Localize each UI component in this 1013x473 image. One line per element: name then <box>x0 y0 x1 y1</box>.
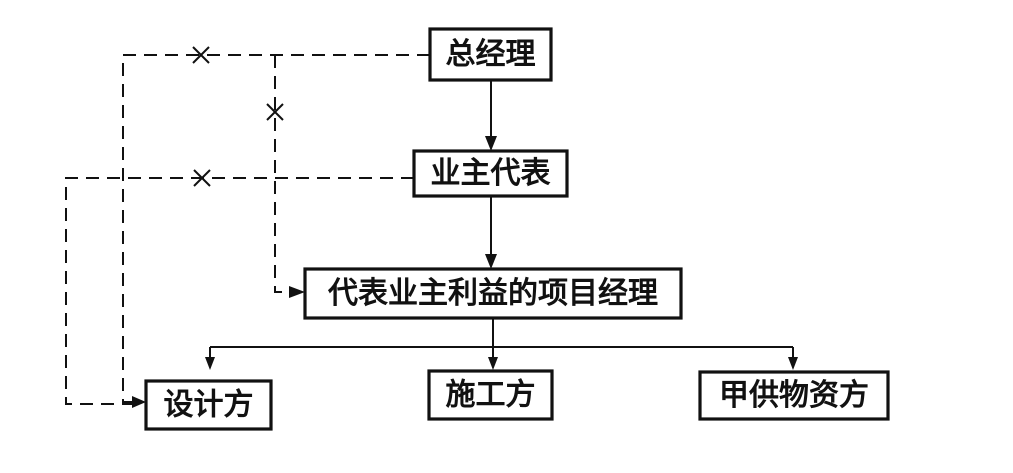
arrowhead-designer <box>205 357 215 370</box>
arrowhead-supplier <box>788 357 798 370</box>
box-project-manager: 代表业主利益的项目经理 <box>303 267 683 320</box>
dashed-general-manager-to-designer <box>122 54 430 403</box>
label-supplier: 甲供物资方 <box>719 378 869 413</box>
label-project-manager: 代表业主利益的项目经理 <box>327 276 658 311</box>
arrowhead-project-manager <box>485 254 497 269</box>
box-contractor: 施工方 <box>427 369 554 421</box>
label-designer: 设计方 <box>164 388 254 423</box>
box-designer: 设计方 <box>144 379 273 431</box>
label-contractor: 施工方 <box>446 378 536 413</box>
arrowhead-owner-rep <box>485 136 497 151</box>
arrowhead-contractor <box>488 357 498 370</box>
box-general-manager: 总经理 <box>428 27 553 82</box>
arrowhead-dashed-project-manager <box>289 286 305 298</box>
dashed-owner-rep-to-designer <box>65 177 414 405</box>
cross-mark-owner-rep-designer <box>193 169 211 187</box>
box-owner-representative: 业主代表 <box>412 149 569 198</box>
label-general-manager: 总经理 <box>446 37 536 72</box>
dashed-general-manager-to-project-manager <box>274 55 289 293</box>
box-supplier: 甲供物资方 <box>698 370 890 421</box>
cross-mark-general-manager-designer <box>192 46 210 64</box>
dashed-connectors <box>65 46 430 408</box>
solid-connectors <box>205 80 798 370</box>
arrowhead-dashed-designer-upper <box>132 396 146 408</box>
cross-mark-general-manager-project-manager <box>266 103 284 121</box>
label-owner-representative: 业主代表 <box>431 156 551 191</box>
